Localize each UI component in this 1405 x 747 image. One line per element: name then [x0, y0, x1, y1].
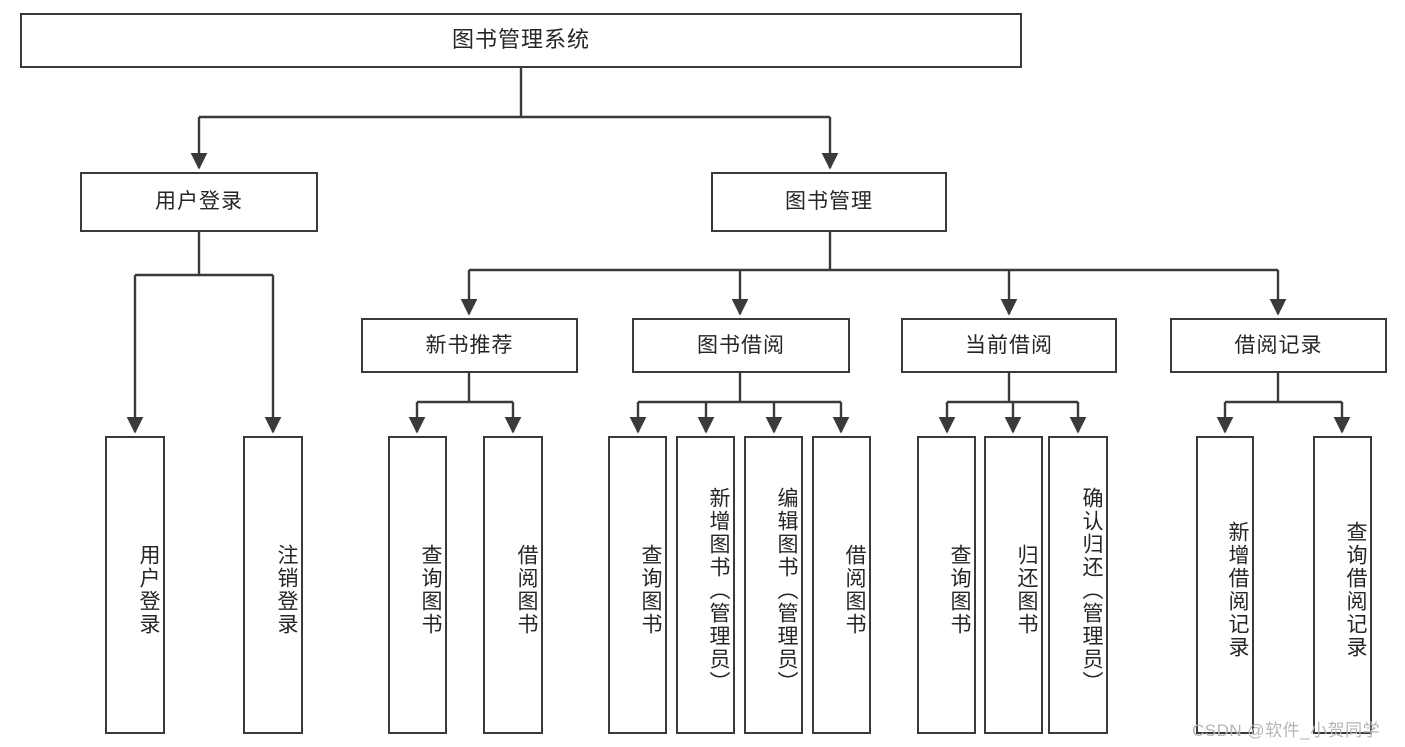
node-leaf-11[interactable]: 新增借阅记录 [1196, 436, 1254, 734]
node-label: 归还图书 [1015, 544, 1038, 636]
node-label: 查询图书 [948, 544, 971, 636]
node-label: 新书推荐 [425, 333, 514, 357]
node-level3-1[interactable]: 图书借阅 [632, 318, 850, 373]
node-label: 借阅记录 [1234, 333, 1323, 357]
node-leaf-9[interactable]: 归还图书 [984, 436, 1043, 734]
node-label: 图书管理 [785, 190, 873, 214]
node-level3-0[interactable]: 新书推荐 [361, 318, 578, 373]
node-leaf-4[interactable]: 查询图书 [608, 436, 667, 734]
node-leaf-5[interactable]: 新增图书（管理员） [676, 436, 735, 734]
node-leaf-10[interactable]: 确认归还（管理员） [1048, 436, 1108, 734]
node-label: 注销登录 [275, 544, 298, 636]
node-level3-2[interactable]: 当前借阅 [901, 318, 1117, 373]
node-label: 当前借阅 [965, 333, 1053, 357]
node-leaf-8[interactable]: 查询图书 [917, 436, 976, 734]
node-label: 新增借阅记录 [1226, 521, 1249, 659]
node-level2-1[interactable]: 图书管理 [711, 172, 947, 232]
node-leaf-3[interactable]: 借阅图书 [483, 436, 543, 734]
node-level2-0[interactable]: 用户登录 [80, 172, 318, 232]
node-label: 借阅图书 [515, 544, 538, 636]
node-label: 用户登录 [155, 190, 243, 214]
node-leaf-7[interactable]: 借阅图书 [812, 436, 871, 734]
node-label: 新增图书（管理员） [707, 486, 730, 694]
node-label: 用户登录 [137, 544, 160, 636]
node-label: 借阅图书 [843, 544, 866, 636]
node-label: 查询借阅记录 [1344, 521, 1367, 659]
node-root[interactable]: 图书管理系统 [20, 13, 1022, 68]
node-leaf-12[interactable]: 查询借阅记录 [1313, 436, 1372, 734]
node-leaf-1[interactable]: 注销登录 [243, 436, 303, 734]
node-leaf-2[interactable]: 查询图书 [388, 436, 447, 734]
node-leaf-6[interactable]: 编辑图书（管理员） [744, 436, 803, 734]
node-label: 查询图书 [639, 544, 662, 636]
node-leaf-0[interactable]: 用户登录 [105, 436, 165, 734]
csdn-watermark: CSDN @软件_小贺同学 [1192, 721, 1381, 740]
node-label: 编辑图书（管理员） [775, 486, 798, 694]
node-label: 查询图书 [419, 544, 442, 636]
node-label: 图书管理系统 [451, 27, 590, 53]
node-level3-3[interactable]: 借阅记录 [1170, 318, 1387, 373]
node-label: 图书借阅 [697, 333, 785, 357]
node-label: 确认归还（管理员） [1080, 486, 1103, 694]
